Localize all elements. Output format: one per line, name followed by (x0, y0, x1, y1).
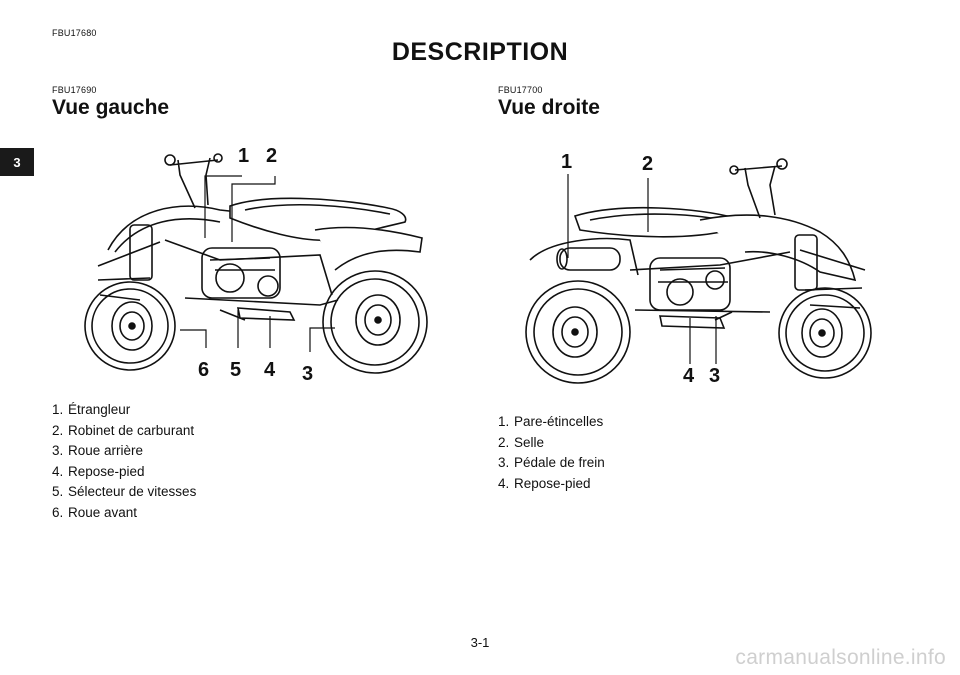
right-legend-list: 1. Pare-étincelles 2.Selle 3. Pédale de fr… (498, 414, 605, 496)
left-callout-leaders (180, 175, 335, 352)
left-section-title: Vue gauche (52, 96, 170, 119)
page-number: 3-1 (470, 635, 490, 650)
list-item-label: Roue avant (68, 504, 138, 520)
list-item: 1. Pare-étincelles (498, 414, 605, 435)
list-item-number: 5. (52, 484, 64, 499)
list-item-number: 4. (498, 475, 510, 491)
right-callout-4: 4 (683, 365, 695, 387)
list-item-number: 3. (52, 443, 64, 458)
left-section-code: FBU17690 (52, 85, 97, 95)
left-legend-list: 1. Étrangleur 2.Robinet de carburant 3. Ro… (52, 402, 196, 525)
list-item: 1. Étrangleur (52, 402, 196, 423)
left-callout-4: 4 (264, 359, 276, 381)
list-item-label: Sélecteur de vitesses (68, 484, 197, 499)
atv-right-view-illustration: 1 2 4 3 (525, 151, 872, 387)
list-item-number: 6. (52, 504, 64, 520)
list-item: 6.Roue avant (52, 505, 196, 526)
right-section-code: FBU17700 (498, 85, 543, 95)
list-item-number: 2. (498, 434, 510, 450)
list-item: 3. Roue arrière (52, 443, 196, 464)
left-callout-2: 2 (266, 145, 277, 167)
right-callout-2: 2 (642, 153, 653, 175)
front-wheel-left (84, 281, 176, 371)
list-item: 2.Robinet de carburant (52, 423, 196, 444)
list-item-label: Pare-étincelles (514, 414, 604, 429)
list-item-label: Repose-pied (68, 463, 145, 479)
chapter-tab: 3 (0, 148, 34, 176)
atv-left-view-illustration: 1 2 6 5 4 3 (84, 145, 428, 385)
list-item: 3. Pédale de frein (498, 455, 605, 476)
list-item: 4.Repose-pied (498, 476, 605, 497)
list-item-label: Selle (514, 434, 545, 450)
list-item: 5. Sélecteur de vitesses (52, 484, 196, 505)
right-callout-1: 1 (561, 151, 572, 173)
list-item-label: Repose-pied (514, 475, 591, 491)
left-callout-6: 6 (198, 359, 209, 381)
watermark: carmanualsonline.info (735, 646, 946, 669)
page-title: DESCRIPTION (391, 38, 569, 66)
list-item-number: 1. (52, 402, 64, 417)
right-section-title: Vue droite (498, 96, 600, 119)
document-code: FBU17680 (52, 28, 97, 38)
right-callout-leaders (567, 174, 717, 364)
left-callout-3: 3 (302, 363, 313, 385)
rear-wheel-left (322, 270, 428, 374)
list-item: 2.Selle (498, 435, 605, 456)
list-item-number: 2. (52, 422, 64, 438)
rear-wheel-right (525, 280, 631, 384)
right-callout-3: 3 (709, 365, 720, 387)
list-item-number: 4. (52, 463, 64, 479)
left-callout-5: 5 (230, 359, 241, 381)
list-item-number: 3. (498, 455, 510, 470)
list-item-label: Robinet de carburant (68, 422, 195, 438)
list-item-label: Pédale de frein (514, 455, 605, 470)
list-item: 4.Repose-pied (52, 464, 196, 485)
list-item-label: Étrangleur (68, 402, 131, 417)
front-wheel-right (778, 287, 872, 379)
list-item-label: Roue arrière (68, 443, 144, 458)
left-callout-1: 1 (238, 145, 249, 167)
list-item-number: 1. (498, 414, 510, 429)
